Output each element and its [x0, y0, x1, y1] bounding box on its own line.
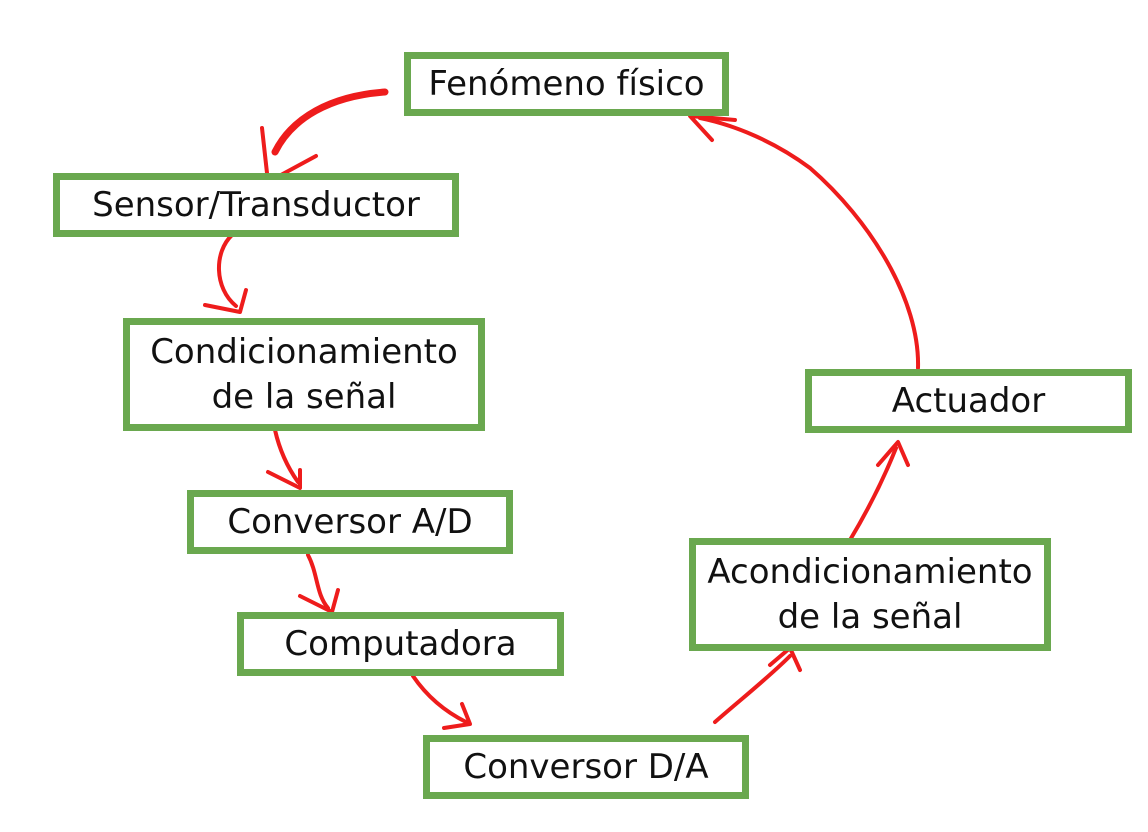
node-label: Conversor A/D	[227, 501, 473, 542]
node-label: Conversor D/A	[463, 746, 709, 787]
arrow-conversor-ad-to-computadora	[298, 553, 340, 614]
arrow-sensor-to-condicionamiento	[203, 233, 248, 314]
node-sensor-transductor: Sensor/Transductor	[53, 173, 459, 237]
node-label-line-1: Condicionamiento	[150, 331, 458, 372]
arrow-acondicionamiento-to-actuador	[848, 440, 910, 542]
arrow-computadora-to-conversor-da	[411, 674, 472, 730]
arrow-condicionamiento-to-conversor-ad	[266, 428, 302, 490]
node-conversor-da: Conversor D/A	[423, 735, 749, 799]
node-label-line-2: de la señal	[777, 596, 963, 637]
node-label: Actuador	[891, 380, 1046, 421]
node-fenomeno-fisico: Fenómeno físico	[404, 52, 729, 116]
arrow-fenomeno-to-sensor	[260, 88, 389, 184]
node-condicionamiento-senal: Condicionamiento de la señal	[123, 318, 485, 431]
node-label: Fenómeno físico	[428, 63, 705, 104]
node-label: Computadora	[284, 623, 517, 664]
node-acondicionamiento-senal: Acondicionamiento de la señal	[689, 538, 1051, 651]
node-computadora: Computadora	[237, 612, 564, 676]
node-label: Sensor/Transductor	[92, 184, 420, 225]
arrow-actuador-to-fenomeno	[688, 114, 921, 370]
node-actuador: Actuador	[805, 369, 1132, 433]
arrow-conversor-da-to-acondicionamiento	[713, 646, 802, 724]
node-label-line-1: Acondicionamiento	[707, 551, 1033, 592]
node-label-line-2: de la señal	[211, 376, 397, 417]
node-conversor-ad: Conversor A/D	[187, 490, 513, 554]
